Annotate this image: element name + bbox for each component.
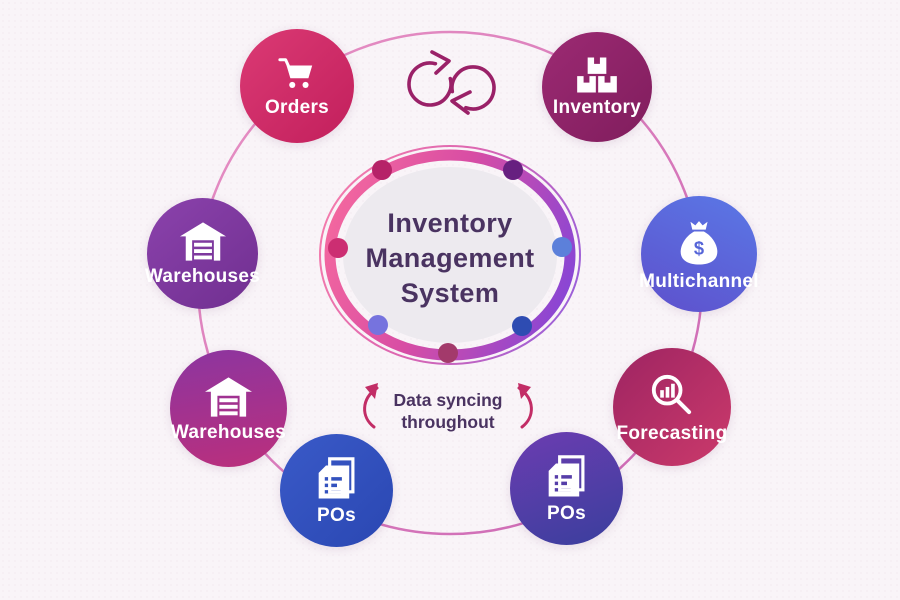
node-label: POs [317,504,356,526]
warehouse-icon [179,222,226,261]
chart-magnifier-icon [651,374,691,414]
node-label: Warehouses [170,421,287,443]
node-label: Multichannel [639,270,759,292]
node-label: Forecasting [616,422,728,444]
svg-text:$: $ [694,237,704,258]
hub-title: Inventory Management System [365,208,535,309]
node-multichannel: $ Multichannel [639,196,759,312]
node-warehouses-lower: Warehouses [170,350,287,467]
hub-dot [328,238,348,258]
node-orders: Orders [240,29,354,143]
node-label: POs [547,502,586,524]
node-pos-right: POs [510,432,623,545]
hub-dots [328,160,572,363]
warehouse-icon [205,376,252,417]
annotation-arrow-left [363,383,379,429]
node-label: Warehouses [144,266,261,287]
documents-icon [318,456,354,499]
node-label: Orders [264,97,330,118]
sync-icon [407,50,496,115]
annotation-arrow-right [517,383,533,429]
money-bag-icon: $ [680,220,718,264]
hub-dot [438,343,458,363]
documents-icon [548,454,584,497]
node-warehouses-left: Warehouses [144,198,261,309]
node-forecasting: Forecasting [613,348,731,466]
node-pos-left: POs [280,434,393,547]
hub-dot [512,316,532,336]
hub-dot [372,160,392,180]
shopping-cart-icon [278,58,313,88]
annotation-text: Data syncing throughout [393,390,503,432]
node-label: Inventory [552,97,642,118]
hub-dot [552,237,572,257]
hub-dot [503,160,523,180]
node-inventory: Inventory [542,32,652,142]
hub-dot [368,315,388,335]
stacked-boxes-icon [577,57,617,93]
